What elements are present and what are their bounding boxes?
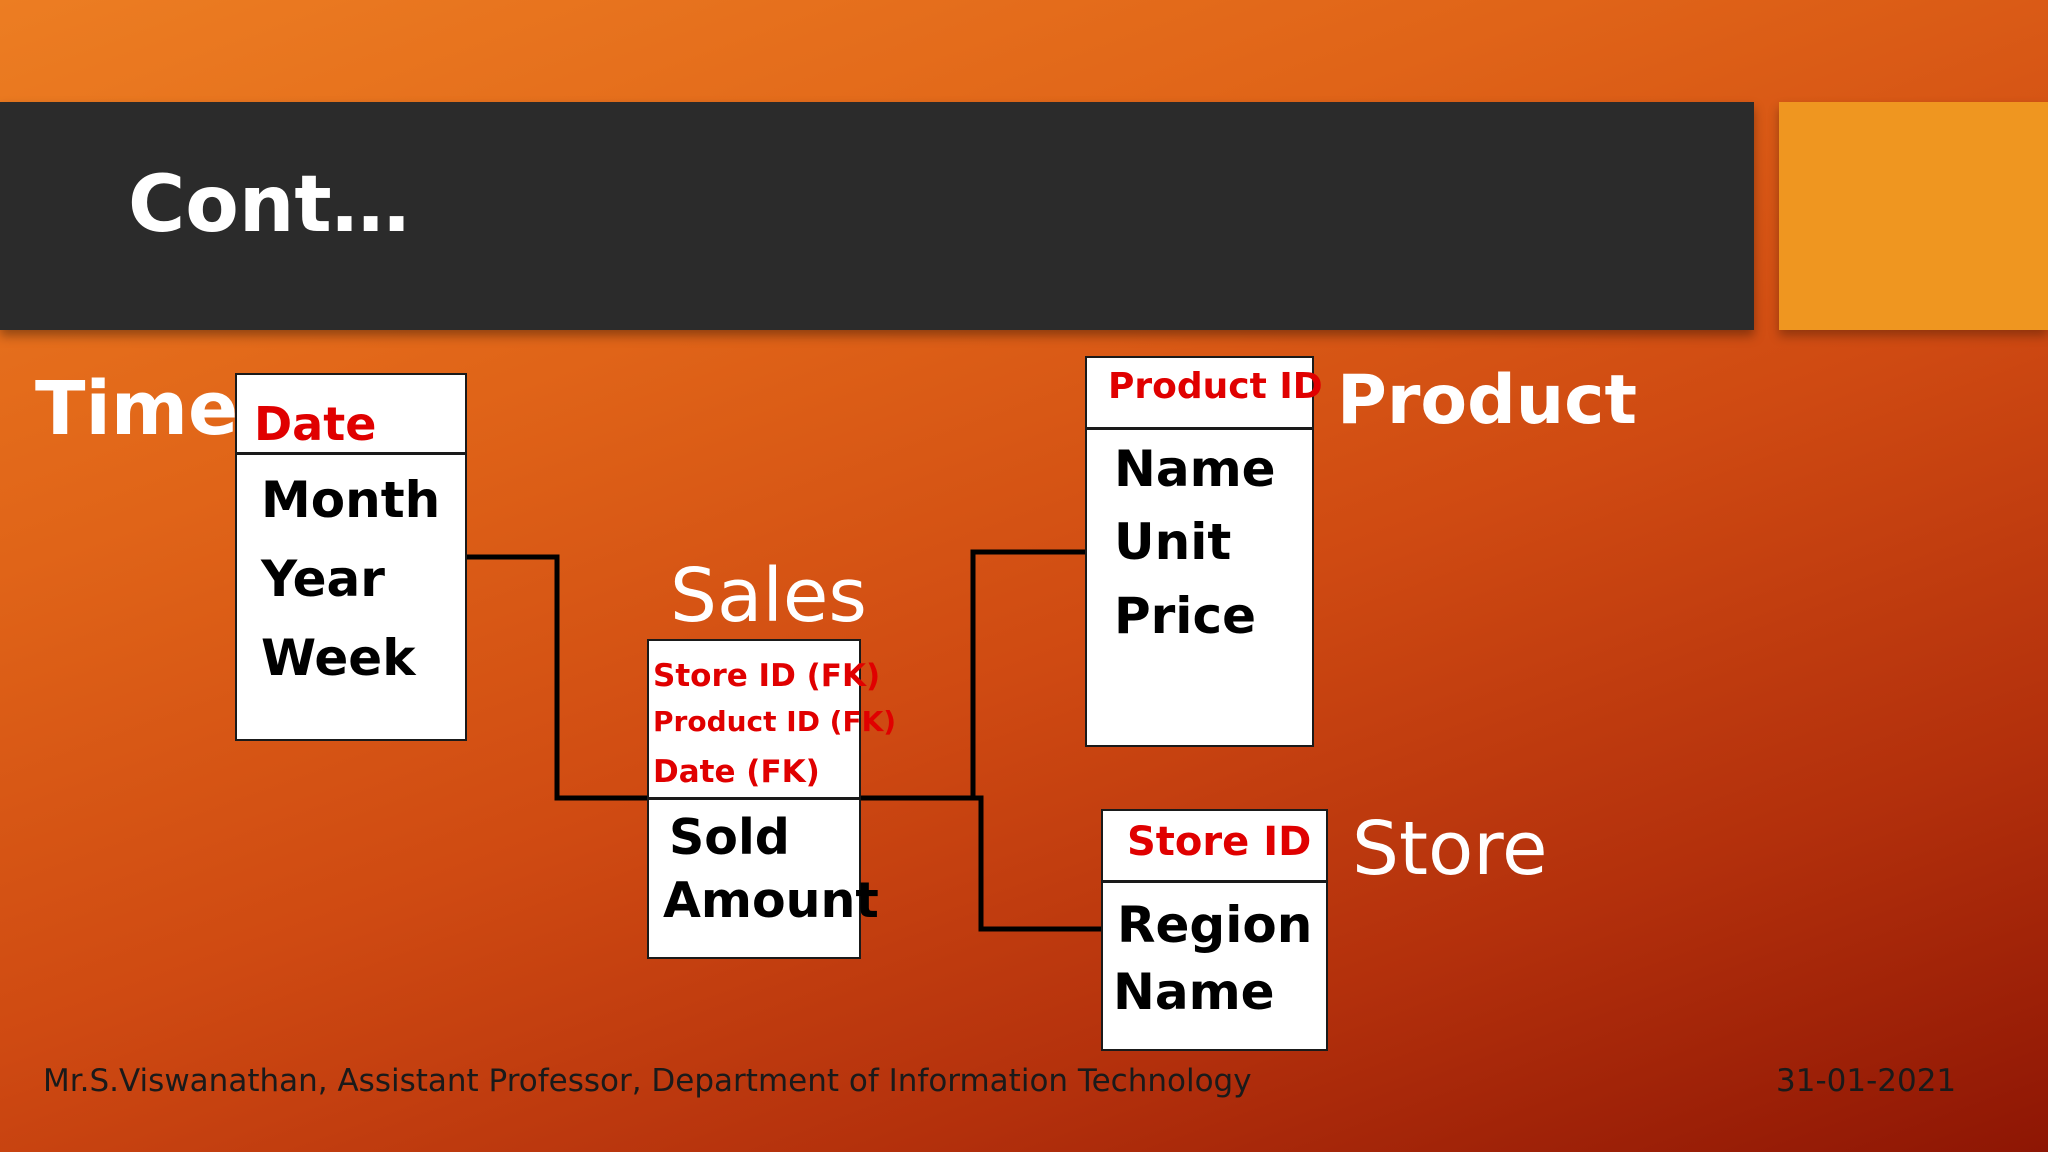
- sales-attr-sold: Sold: [669, 809, 790, 866]
- store-attr-region: Region: [1117, 896, 1313, 954]
- sales-attr-amount: Amount: [663, 872, 879, 929]
- product-key-field: Product ID: [1108, 366, 1323, 407]
- sales-key-date: Date (FK): [653, 754, 820, 790]
- time-attr-year: Year: [261, 550, 385, 608]
- footer-author: Mr.S.Viswanathan, Assistant Professor, D…: [43, 1063, 1252, 1099]
- footer-date: 31-01-2021: [1776, 1063, 1957, 1099]
- sales-entity-label: Sales: [670, 553, 867, 639]
- product-entity-label: Product: [1337, 361, 1637, 440]
- store-attr-name: Name: [1113, 963, 1275, 1021]
- connector-sales-store: [973, 795, 1101, 932]
- store-key-row: [1103, 811, 1326, 883]
- sales-key-product-id: Product ID (FK): [653, 705, 897, 738]
- title-bar: [0, 102, 1754, 330]
- accent-block: [1779, 102, 2048, 330]
- time-key-field: Date: [254, 397, 377, 451]
- product-attr-name: Name: [1114, 440, 1276, 498]
- product-table: Product ID Name Unit Price: [1085, 356, 1323, 747]
- connector-time-sales: [467, 554, 647, 801]
- sales-key-rows: [649, 641, 859, 800]
- store-key-field: Store ID: [1127, 819, 1312, 865]
- sales-key-store-id: Store ID (FK): [653, 658, 881, 694]
- product-attr-price: Price: [1114, 587, 1256, 645]
- slide-title: Cont…: [128, 160, 410, 250]
- store-table: Store ID Region Name: [1101, 809, 1328, 1051]
- time-entity-label: Time: [35, 366, 239, 452]
- sales-table: Store ID (FK) Product ID (FK) Date (FK) …: [647, 639, 896, 959]
- time-table: Date Month Year Week: [235, 373, 467, 741]
- time-attr-month: Month: [261, 471, 441, 529]
- product-attr-unit: Unit: [1114, 513, 1232, 571]
- time-attr-week: Week: [261, 629, 416, 687]
- store-entity-label: Store: [1352, 806, 1548, 892]
- product-key-row: [1087, 358, 1312, 430]
- connector-sales-product: [861, 549, 1085, 801]
- time-key-row: [237, 375, 465, 455]
